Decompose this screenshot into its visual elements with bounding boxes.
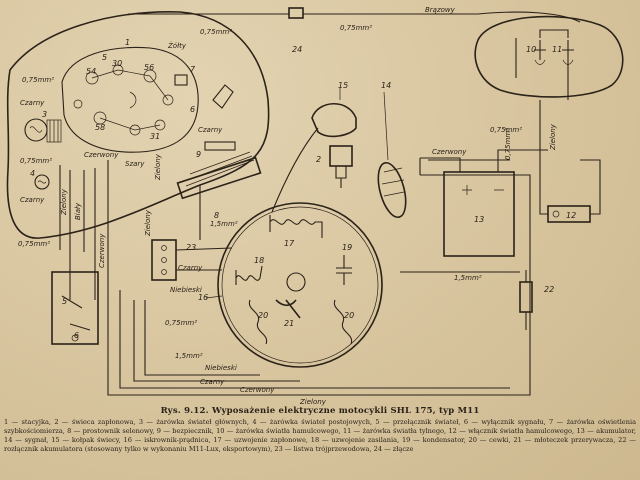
part-number: 24: [292, 45, 302, 54]
part-number: 9: [196, 150, 201, 159]
wire-color-label: Zielony: [154, 153, 162, 181]
part-number: 23: [186, 243, 196, 252]
wire-color-label: Żółty: [167, 41, 187, 50]
wire-color-label: Zielony: [299, 398, 327, 406]
spark-plug: [329, 145, 353, 167]
wire-size-label: 0,75mm²: [200, 28, 232, 36]
wire-color-label: Zielony: [549, 123, 557, 151]
wire-size-label: 0,75mm²: [340, 24, 372, 32]
wire-color-label: Czerwony: [240, 386, 275, 394]
part-number: 18: [254, 256, 264, 265]
wire-color-label: Czerwony: [98, 233, 106, 268]
wire-color-label: Czarny: [20, 99, 45, 107]
part-number: 1: [125, 38, 130, 47]
part-number: 13: [474, 215, 484, 224]
wire-color-label: Zielony: [144, 209, 152, 237]
headlamp-outline: [6, 11, 270, 239]
figure-caption: Rys. 9.12. Wyposażenie elektryczne motoc…: [160, 406, 480, 416]
switch-contact: [73, 99, 83, 109]
wire-color-label: Czarny: [178, 264, 203, 272]
switch-contact: [112, 64, 124, 76]
wire-color-label: Czarny: [200, 378, 225, 386]
wire-color-label: Szary: [125, 160, 145, 168]
terminal-label: 58: [95, 123, 105, 132]
terminal-label: 54: [86, 67, 96, 76]
light-switch-housing: [61, 46, 199, 153]
part-number: 10: [526, 45, 536, 54]
parking-bulb: [34, 174, 50, 190]
wire-color-label: Niebieski: [205, 364, 237, 372]
wire-color-label: Biały: [74, 202, 82, 220]
switch-contact: [129, 124, 141, 136]
small-component: [212, 84, 234, 109]
part-number: 15: [338, 81, 348, 90]
part-number: 11: [552, 45, 562, 54]
wire-size-label: 0,75mm²: [18, 240, 50, 248]
horn-switch-box: [51, 271, 99, 345]
part-number: 8: [214, 211, 219, 220]
switch-contact: [85, 71, 99, 85]
part-number: 12: [566, 211, 576, 220]
part-number: 7: [190, 65, 196, 74]
part-number: 5: [62, 297, 67, 306]
terminal-strip: [151, 239, 177, 281]
connector: [288, 7, 304, 19]
wire-color-label: Brązowy: [425, 6, 456, 14]
tail-lamp-housing: [474, 15, 624, 98]
wiring-diagram: 54 30 56 58 31 5 1 3 4 7 8 9 6 0,75mm² C…: [6, 6, 624, 406]
wire-size-label: 0,75mm²: [165, 319, 197, 327]
part-number: 6: [74, 331, 79, 340]
speedometer-bulb: [174, 74, 188, 86]
horn: [377, 161, 407, 219]
switch-contact: [154, 119, 166, 131]
wire-color-label: Czarny: [198, 126, 223, 134]
part-number: 3: [42, 110, 47, 119]
wire-color-label: Czerwony: [432, 148, 467, 156]
switch-contact: [93, 111, 107, 125]
battery: [443, 171, 515, 257]
wire-size-label: 0,75mm²: [504, 128, 512, 160]
selenium-rectifier: [176, 156, 262, 200]
spark-plug-cap: [311, 103, 357, 138]
part-number: 19: [342, 243, 352, 252]
terminal-label: 56: [144, 63, 154, 72]
wire-size-label: 1,5mm²: [175, 352, 203, 360]
wire-size-label: 0,75mm²: [20, 157, 52, 165]
part-number: 4: [30, 169, 35, 178]
wire-size-label: 0,75mm²: [490, 126, 522, 134]
switch-contact: [143, 69, 157, 83]
wire-color-label: Czarny: [20, 196, 45, 204]
switch-contact: [162, 94, 174, 106]
part-number: 14: [381, 81, 391, 90]
part-number: 20: [258, 311, 268, 320]
wire-color-label: Zielony: [60, 188, 68, 216]
fuse: [204, 141, 236, 151]
terminal-label: 31: [150, 132, 160, 141]
part-number: 5: [102, 53, 107, 62]
part-number: 16: [198, 293, 208, 302]
magneto-generator: [217, 202, 383, 368]
wire-color-label: Niebieski: [170, 286, 202, 294]
part-number: 21: [284, 319, 294, 328]
part-number: 17: [284, 239, 295, 248]
figure-legend: 1 — stacyjka, 2 — świeca zapłonowa, 3 — …: [4, 418, 636, 453]
wire-size-label: 0,75mm²: [22, 76, 54, 84]
part-number: 6: [190, 105, 195, 114]
wire-size-label: 1,5mm²: [454, 274, 482, 282]
breaker-cam: [286, 272, 306, 292]
part-number: 22: [544, 285, 554, 294]
wire-color-label: Czerwony: [84, 151, 119, 159]
terminal-label: 30: [112, 59, 122, 68]
wire-size-label: 1,5mm²: [210, 220, 238, 228]
part-number: 20: [344, 311, 354, 320]
part-number: 2: [316, 155, 321, 164]
